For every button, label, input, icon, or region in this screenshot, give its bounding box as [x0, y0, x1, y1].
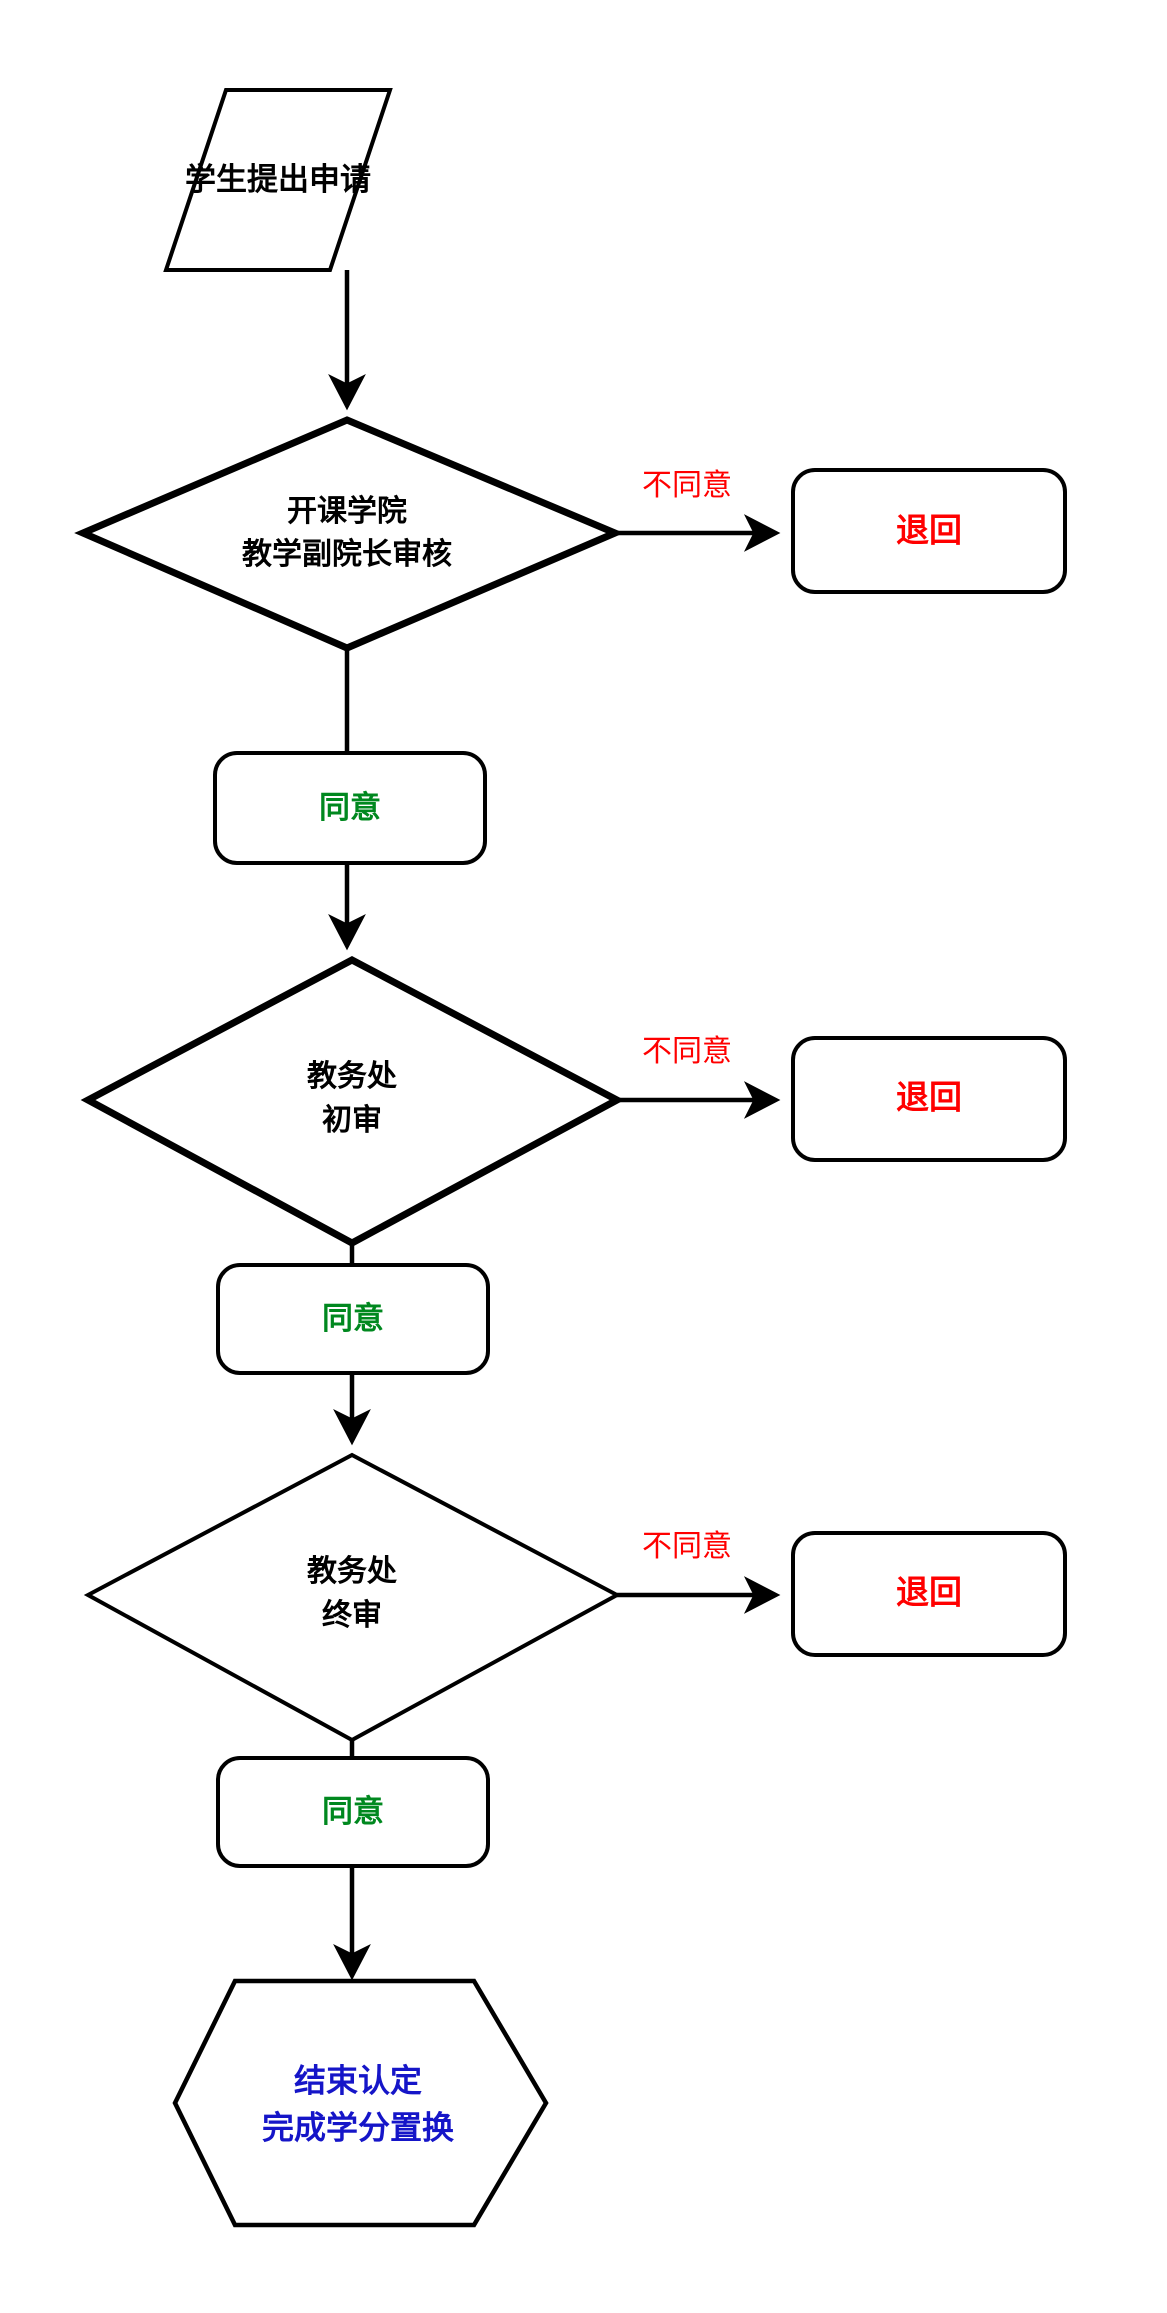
- reject1-label: 退回: [896, 512, 962, 549]
- decision2-label-line2: 初审: [322, 1103, 382, 1137]
- decision2-diamond: [80, 956, 625, 1247]
- reject2-box: [791, 1036, 1067, 1162]
- node-end[interactable]: 结束认定 完成学分置换: [172, 1978, 549, 2228]
- decision1-label-line1: 开课学院: [287, 494, 407, 528]
- reject3-label: 退回: [896, 1574, 962, 1611]
- edge-label-reject2: 不同意: [642, 1035, 732, 1068]
- decision1-diamond: [74, 416, 624, 652]
- start-label: 学生提出申请: [185, 162, 371, 197]
- reject3-box: [791, 1531, 1067, 1657]
- approve3-label: 同意: [322, 1794, 384, 1829]
- edge-label-reject3: 不同意: [642, 1530, 732, 1563]
- node-start[interactable]: 学生提出申请: [163, 88, 393, 272]
- reject1-box: [791, 468, 1067, 594]
- approve2-label: 同意: [322, 1301, 384, 1336]
- decision1-label-line2: 教学副院长审核: [242, 537, 452, 571]
- node-decision3[interactable]: 教务处 终审: [83, 1452, 622, 1743]
- node-reject3[interactable]: 退回: [791, 1531, 1067, 1657]
- node-decision1[interactable]: 开课学院 教学副院长审核: [74, 416, 624, 652]
- decision2-label-line1: 教务处: [307, 1060, 397, 1093]
- decision3-label-line2: 终审: [322, 1598, 382, 1632]
- end-hexagon: [172, 1978, 549, 2228]
- edge-label-reject1: 不同意: [642, 469, 732, 502]
- node-decision2[interactable]: 教务处 初审: [80, 956, 625, 1247]
- node-reject2[interactable]: 退回: [791, 1036, 1067, 1162]
- node-reject1[interactable]: 退回: [791, 468, 1067, 594]
- approve1-box: [213, 751, 487, 865]
- reject2-label: 退回: [896, 1079, 962, 1116]
- decision3-diamond: [83, 1452, 622, 1743]
- decision3-label-line1: 教务处: [307, 1555, 397, 1588]
- end-label-line1: 结束认定: [294, 2062, 422, 2098]
- approve1-label: 同意: [319, 790, 381, 825]
- end-label-line2: 完成学分置换: [262, 2109, 454, 2145]
- node-approve2[interactable]: 同意: [216, 1263, 490, 1375]
- node-approve1[interactable]: 同意: [213, 751, 487, 865]
- node-approve3[interactable]: 同意: [216, 1756, 490, 1868]
- start-parallelogram: [163, 88, 393, 272]
